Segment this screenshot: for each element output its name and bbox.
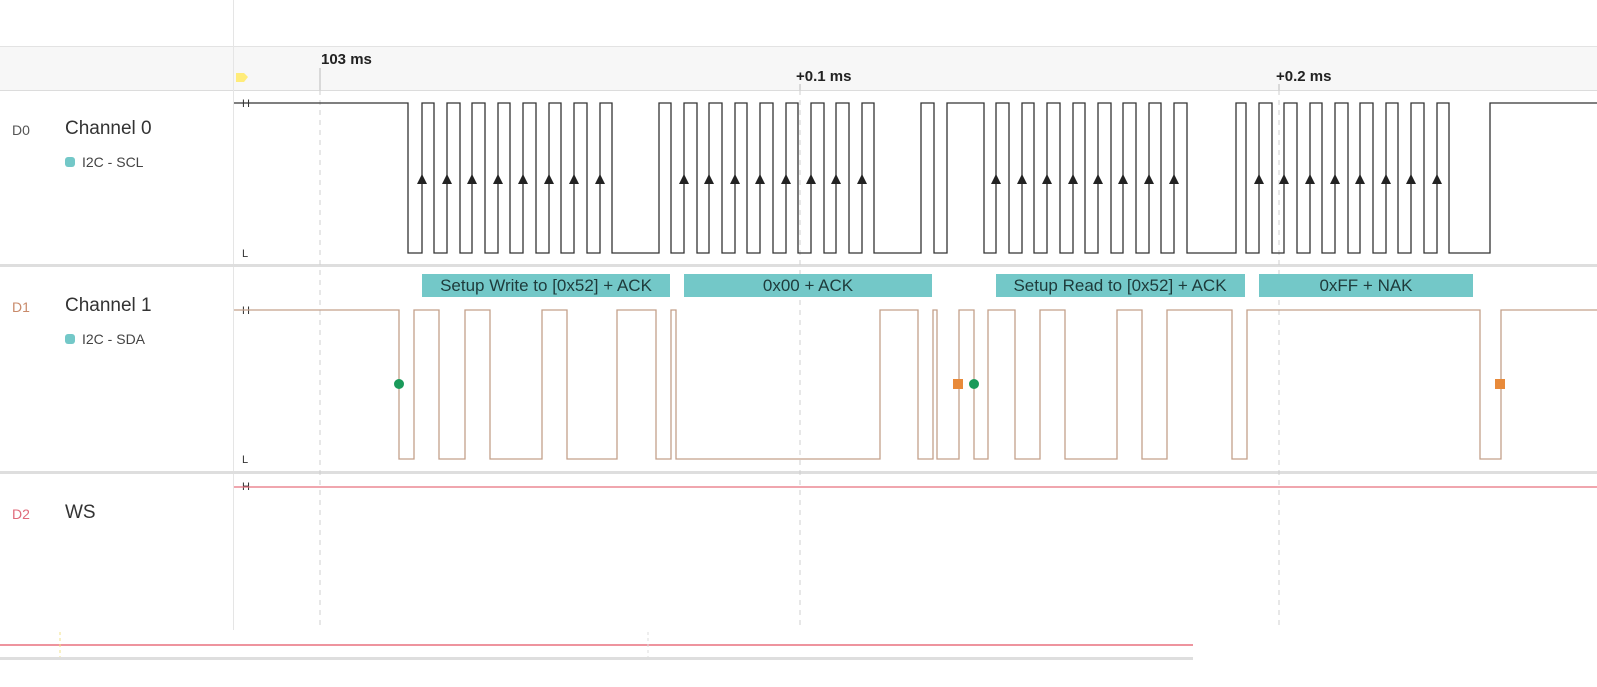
sample-arrow-icon (518, 174, 528, 184)
sample-arrow-icon (442, 174, 452, 184)
start-condition-icon[interactable] (394, 379, 404, 389)
level-high-label: H (242, 98, 250, 110)
sample-arrow-icon (1068, 174, 1078, 184)
sample-arrow-icon (467, 174, 477, 184)
sample-arrow-icon (806, 174, 816, 184)
sample-arrow-icon (1355, 174, 1365, 184)
sample-arrow-icon (1017, 174, 1027, 184)
analyzer-color-icon (65, 157, 75, 167)
decode-frame[interactable]: Setup Read to [0x52] + ACK (996, 274, 1245, 297)
sample-arrow-icon (1254, 174, 1264, 184)
sda-waveform (234, 309, 1597, 460)
sample-arrow-icon (1042, 174, 1052, 184)
level-low-label: L (242, 248, 248, 260)
decode-frame[interactable]: Setup Write to [0x52] + ACK (422, 274, 670, 297)
level-high-label: H (242, 305, 250, 317)
decode-frame[interactable]: 0xFF + NAK (1259, 274, 1473, 297)
channel-id: D1 (12, 299, 30, 315)
ruler-tick-label: +0.2 ms (1276, 68, 1331, 85)
scl-sample-arrows (417, 174, 1442, 184)
decode-frame-label: 0x00 + ACK (763, 276, 854, 295)
sample-arrow-icon (1093, 174, 1103, 184)
sample-arrow-icon (1406, 174, 1416, 184)
sample-arrow-icon (831, 174, 841, 184)
channel-id: D0 (12, 122, 30, 138)
decode-frame-label: Setup Write to [0x52] + ACK (440, 276, 652, 295)
ruler-tick-label: +0.1 ms (796, 68, 851, 85)
sample-arrow-icon (595, 174, 605, 184)
sample-arrow-icon (417, 174, 427, 184)
sample-arrow-icon (1330, 174, 1340, 184)
channel-name[interactable]: Channel 1 (65, 295, 152, 316)
sample-arrow-icon (1118, 174, 1128, 184)
decode-frame[interactable]: 0x00 + ACK (684, 274, 932, 297)
channel-list-divider (233, 0, 234, 630)
analyzer-label: I2C - SDA (65, 331, 145, 347)
stop-condition-icon[interactable] (1495, 379, 1505, 389)
decode-frame-label: Setup Read to [0x52] + ACK (1013, 276, 1227, 295)
channel-separator[interactable] (0, 471, 1597, 474)
sample-arrow-icon (1169, 174, 1179, 184)
analyzer-label: I2C - SCL (65, 154, 143, 170)
sample-arrow-icon (991, 174, 1001, 184)
sample-arrow-icon (1432, 174, 1442, 184)
scl-waveform (234, 102, 1597, 254)
channel-name[interactable]: WS (65, 502, 96, 523)
sample-arrow-icon (1279, 174, 1289, 184)
sample-arrow-icon (781, 174, 791, 184)
sample-arrow-icon (857, 174, 867, 184)
sample-arrow-icon (1381, 174, 1391, 184)
sample-arrow-icon (544, 174, 554, 184)
sample-arrow-icon (704, 174, 714, 184)
level-low-label: L (242, 454, 248, 466)
sample-arrow-icon (569, 174, 579, 184)
stop-condition-icon[interactable] (953, 379, 963, 389)
channel-header-2[interactable]: D2 WS (0, 475, 233, 630)
channel-name[interactable]: Channel 0 (65, 118, 152, 139)
sample-arrow-icon (493, 174, 503, 184)
analyzer-color-icon (65, 334, 75, 344)
channel-header-0[interactable]: D0 Channel 0 I2C - SCL (0, 92, 233, 264)
top-toolbar (0, 0, 1597, 47)
time-ruler[interactable] (0, 47, 1597, 91)
decode-frame-label: 0xFF + NAK (1319, 276, 1413, 295)
ruler-start-time: 103 ms (321, 51, 372, 68)
marker-flag-icon[interactable] (236, 73, 248, 82)
sample-arrow-icon (1305, 174, 1315, 184)
start-condition-icon[interactable] (969, 379, 979, 389)
channel-id: D2 (12, 506, 30, 522)
sample-arrow-icon (679, 174, 689, 184)
sample-arrow-icon (730, 174, 740, 184)
sample-arrow-icon (755, 174, 765, 184)
sample-arrow-icon (1144, 174, 1154, 184)
channel-separator[interactable] (0, 264, 1597, 267)
overview-scrollbar[interactable] (0, 657, 1193, 660)
channel-header-1[interactable]: D1 Channel 1 I2C - SDA (0, 268, 233, 472)
